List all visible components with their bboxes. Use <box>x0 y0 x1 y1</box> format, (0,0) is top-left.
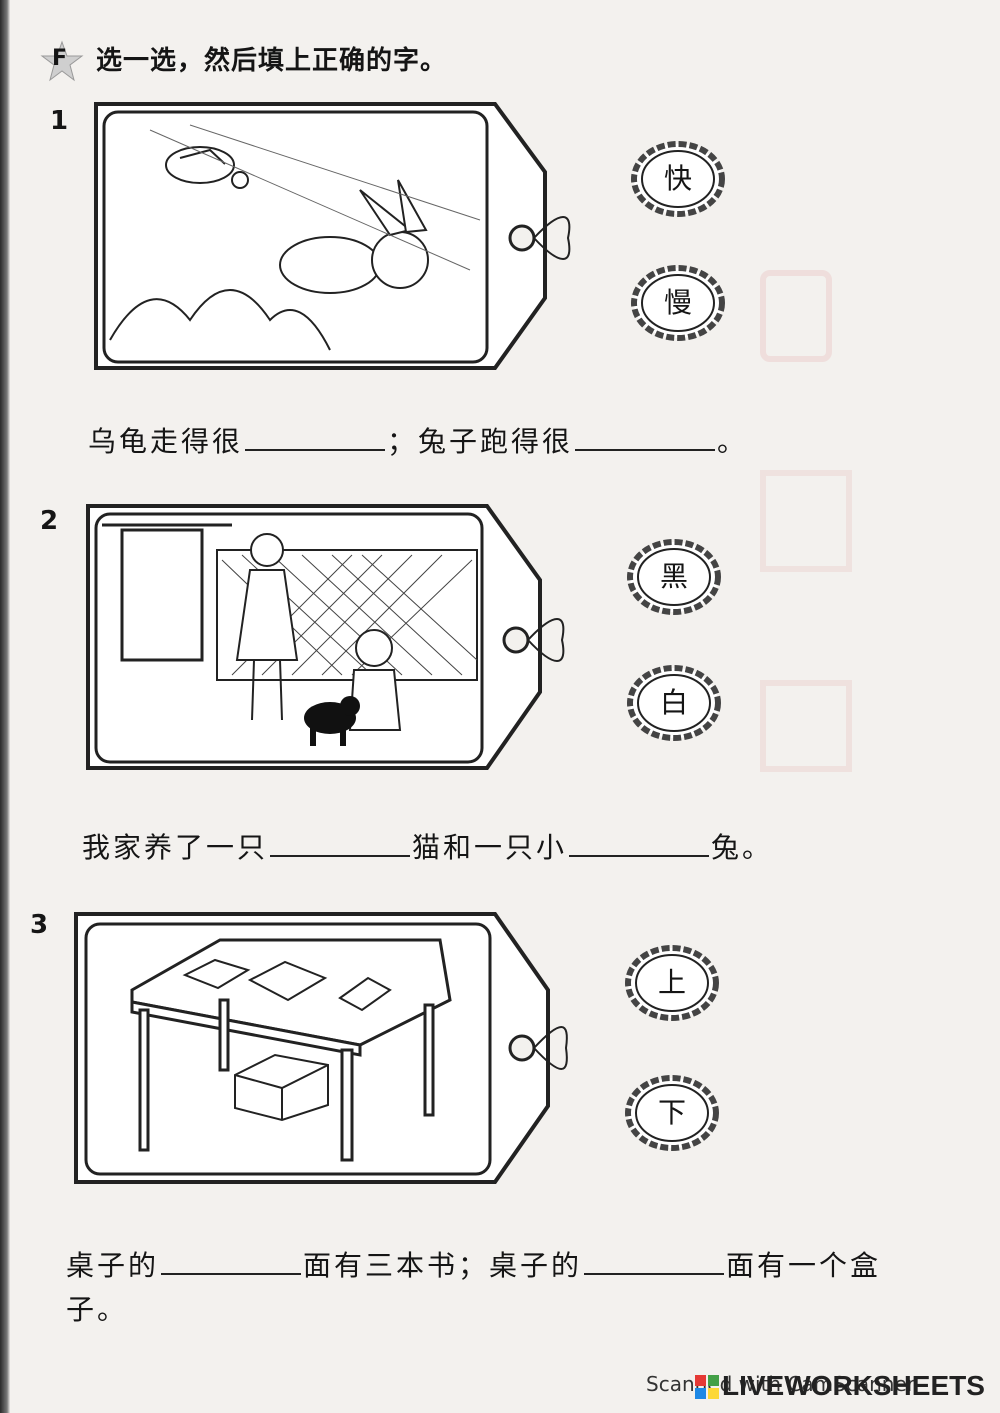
sentence-text: 。 <box>717 425 749 458</box>
picture-tag <box>82 500 582 775</box>
sentence-text: 我家养了一只 <box>82 831 269 864</box>
binding-edge <box>0 0 10 1413</box>
rabbit-icon <box>279 179 429 294</box>
picture-tag <box>90 100 590 375</box>
choice-option[interactable]: 黑 <box>626 538 722 616</box>
books-icon <box>182 958 392 1012</box>
answer-blank[interactable] <box>575 425 716 451</box>
choice-label: 上 <box>657 966 686 999</box>
sentence-text: ；兔子跑得很 <box>387 425 574 458</box>
choice-option[interactable]: 慢 <box>630 264 726 342</box>
cat-icon <box>304 696 360 746</box>
answer-blank[interactable] <box>270 831 411 857</box>
liveworksheets-brand: LIVEWORKSHEETS <box>722 1370 985 1401</box>
bleed-through-mark <box>760 680 852 772</box>
bleed-through-mark <box>760 470 852 572</box>
choice-option[interactable]: 上 <box>624 944 720 1022</box>
choice-option[interactable]: 快 <box>630 140 726 218</box>
answer-blank[interactable] <box>245 425 386 451</box>
question-number: 2 <box>40 506 59 536</box>
choice-label: 白 <box>659 686 688 719</box>
sentence-text: 兔。 <box>711 831 774 864</box>
question-number: 3 <box>30 910 49 940</box>
sentence-text: 面有三本书；桌子的 <box>303 1249 583 1282</box>
girl-figure-icon <box>235 533 299 721</box>
section-letter: F <box>52 46 68 71</box>
sentence-text: 猫和一只小 <box>412 831 568 864</box>
answer-blank[interactable] <box>569 831 710 857</box>
choice-option[interactable]: 白 <box>626 664 722 742</box>
boy-figure-icon <box>348 629 402 731</box>
question-number: 1 <box>50 106 69 136</box>
sentence-line: 我家养了一只 猫和一只小 兔。 <box>82 826 773 866</box>
star-badge-icon <box>40 40 84 84</box>
choice-label: 黑 <box>659 560 688 593</box>
sentence-text: 乌龟走得很 <box>88 425 244 458</box>
box-icon <box>234 1053 329 1122</box>
choice-option[interactable]: 下 <box>624 1074 720 1152</box>
tortoise-icon <box>165 146 249 189</box>
sentence-line-continued: 子。 <box>66 1293 129 1326</box>
choice-label: 慢 <box>663 286 692 319</box>
sentence-text: 面有一个盒 <box>726 1249 882 1282</box>
instruction-title: 选一选，然后填上正确的字。 <box>96 46 448 76</box>
answer-blank[interactable] <box>161 1249 302 1275</box>
sentence-line: 桌子的 面有三本书；桌子的 面有一个盒 <box>66 1244 881 1284</box>
choice-label: 快 <box>663 162 692 195</box>
scanner-watermark: Scanned with CamScanner <box>646 1372 915 1396</box>
liveworksheets-logo-icon <box>694 1374 720 1400</box>
sentence-text: 桌子的 <box>66 1249 160 1282</box>
bleed-through-mark <box>760 270 832 362</box>
picture-tag <box>70 910 570 1190</box>
sentence-line: 乌龟走得很 ；兔子跑得很 。 <box>88 420 748 460</box>
answer-blank[interactable] <box>584 1249 725 1275</box>
choice-label: 下 <box>657 1096 686 1129</box>
